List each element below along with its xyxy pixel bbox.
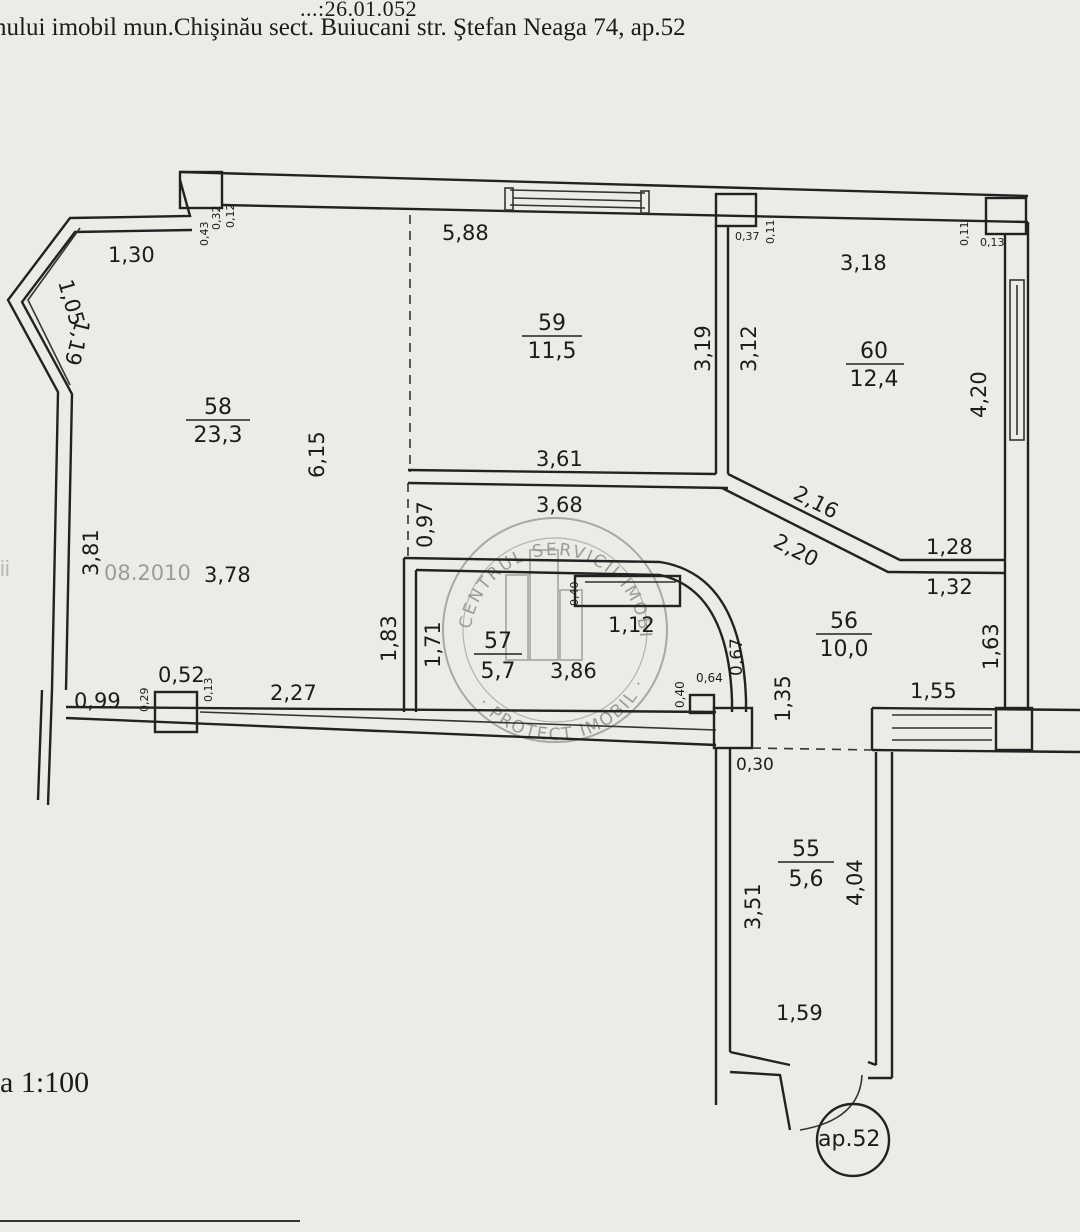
dimension: 0,30 [736,755,774,775]
address-header: nului imobil mun.Chişinău sect. Buiucani… [0,14,686,41]
room-57: 57 5,7 [474,629,522,684]
room-area: 11,5 [528,339,577,364]
dimension: 3,61 [536,447,583,471]
dimension-small: 0,13 [980,236,1005,249]
dimension-small: 0,12 [224,204,237,229]
document-number: ...:26.01.052 [300,0,418,21]
dimension: 3,12 [737,325,761,372]
dimension: 3,51 [741,883,765,930]
dimension: 1,32 [926,575,973,599]
apartment-marker [815,1102,891,1178]
dimension: 4,04 [843,859,867,906]
room-number: 59 [538,311,566,336]
apartment-label: ap.52 [818,1127,880,1152]
dimension-labels: 1,30 1,05 1,19 5,88 6,15 3,81 08.2010 3,… [53,204,1004,1026]
dimension: 3,19 [691,325,715,372]
dimension: 0,67 [727,638,747,676]
room-number: 57 [484,629,512,654]
dimension-small: 0,40 [568,582,581,607]
dimension-small: 0,11 [958,222,971,247]
room-59: 59 11,5 [522,311,582,364]
room-area: 5,6 [789,867,824,892]
dimension: 1,59 [776,1001,823,1025]
dimension-faded: 08.2010 [104,561,191,585]
room-58: 58 23,3 [186,395,250,448]
room-56: 56 10,0 [816,609,872,662]
dimension-small: 0,11 [764,220,777,245]
dimension: 6,15 [305,431,329,478]
dimension-small: 0,43 [198,222,211,247]
dimension-small: 0,37 [735,230,760,243]
interior-walls [65,215,1080,1178]
dimension-small: 0,29 [138,688,151,713]
dimension: 1,83 [377,615,401,662]
dimension: 0,97 [413,501,437,548]
room-area: 5,7 [481,659,516,684]
dimension: 1,71 [421,621,445,668]
dimension-small: 0,32 [210,206,223,231]
dimension-small: 0,13 [202,678,215,703]
table-edge [0,1220,300,1232]
room-60: 60 12,4 [846,339,904,392]
room-labels: 58 23,3 59 11,5 60 12,4 56 10,0 57 5,7 5… [186,311,904,892]
dimension: 2,27 [270,681,317,705]
dimension: 3,81 [79,529,103,576]
dimension: 3,68 [536,493,583,517]
exterior-walls [6,170,1030,806]
room-area: 12,4 [850,367,899,392]
dimension: 3,86 [550,659,597,683]
dimension: 5,88 [442,221,489,245]
dimension: 1,30 [108,243,155,267]
room-area: 23,3 [194,423,243,448]
dimension: 0,40 [673,681,687,708]
dimension: 3,18 [840,251,887,275]
dimension: 1,55 [910,679,957,703]
stamp-seal: CENTRUL SERVICII IMOBILIARE · PROTECT IM… [0,0,668,745]
room-number: 60 [860,339,888,364]
room-number: 56 [830,609,858,634]
room-number: 55 [792,837,820,862]
dimension: 1,35 [771,675,795,722]
dimension: 4,20 [967,371,991,418]
dimension: 1,28 [926,535,973,559]
room-55: 55 5,6 [778,837,834,892]
room-number: 58 [204,395,232,420]
dimension: 3,78 [204,563,251,587]
dimension: 0,52 [158,663,205,687]
dimension: 0,99 [74,689,121,713]
scale-label: a 1:100 [0,1066,90,1099]
dimension: 1,63 [979,623,1003,670]
dimension: 1,12 [608,613,655,637]
faded-text: ii [0,556,10,581]
dimension: 0,64 [696,671,723,685]
room-area: 10,0 [820,637,869,662]
